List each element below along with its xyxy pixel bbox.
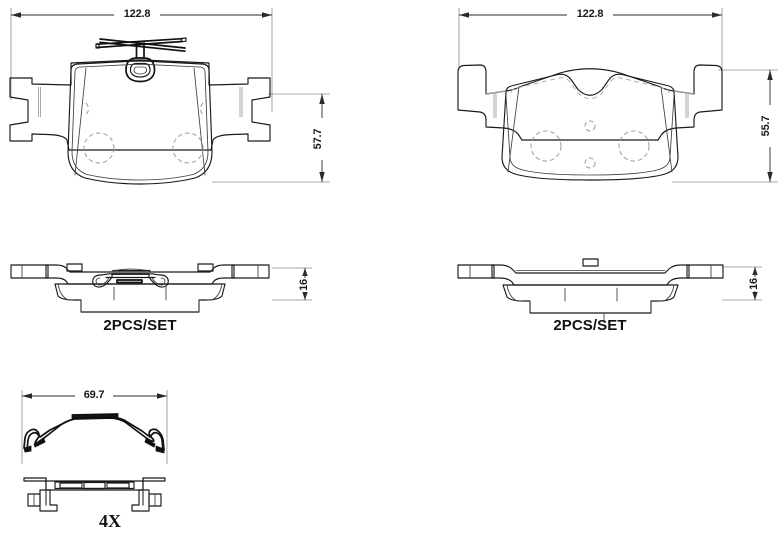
spring-clip-quantity-label: 4X — [99, 511, 121, 531]
dim-left-height-label: 57.7 — [312, 129, 324, 150]
front-pad-ear-slot-marks — [485, 90, 695, 118]
front-pad-rivet-circles — [530, 120, 650, 169]
dim-clip-width: 69.7 — [21, 388, 168, 464]
dim-left-width: 122.8 — [10, 6, 273, 112]
rear-pad-side-profile — [10, 263, 270, 313]
dim-left-thickness-label: 16 — [298, 279, 310, 291]
dim-right-width: 122.8 — [458, 6, 723, 110]
dim-right-height: 55.7 — [672, 69, 778, 183]
rear-pad-backing-plate — [9, 59, 271, 151]
dim-clip-width-label: 69.7 — [84, 389, 105, 401]
rear-pad-ear-slot-marks — [38, 87, 243, 117]
spring-clip-top-view — [23, 477, 166, 512]
dim-right-thickness: 16 — [722, 266, 762, 301]
dim-left-thickness: 16 — [272, 267, 312, 301]
front-pad-side-view: 16 2PCS/SET — [457, 258, 762, 334]
rear-pad-side-wear-sensor-clip — [92, 268, 169, 288]
rear-pad-friction-lining — [67, 60, 213, 185]
rear-pad-front-view: 122.8 57.7 — [9, 6, 330, 185]
rear-pad-side-view: 16 — [10, 263, 312, 334]
front-pad-side-profile — [457, 258, 724, 323]
rear-pad-small-arcs — [84, 102, 205, 117]
wear-sensor-wire — [95, 37, 187, 53]
spring-clip-front-view — [23, 413, 165, 454]
dim-right-height-label: 55.7 — [760, 116, 772, 137]
dim-right-thickness-label: 16 — [748, 278, 760, 290]
dim-left-height: 57.7 — [212, 93, 330, 183]
front-pad-set-label: 2PCS/SET — [553, 317, 626, 334]
front-pad-backing-plate — [457, 64, 723, 141]
front-pad-friction-lining — [501, 73, 679, 181]
rear-pad-rivet-circles — [83, 132, 204, 164]
dim-right-width-label: 122.8 — [577, 8, 604, 20]
dim-left-width-label: 122.8 — [124, 8, 151, 20]
rear-pad-set-label: 2PCS/SET — [103, 317, 176, 334]
spring-clip-views: 69.7 — [21, 388, 168, 531]
front-pad-front-view: 122.8 55.7 — [457, 6, 778, 183]
